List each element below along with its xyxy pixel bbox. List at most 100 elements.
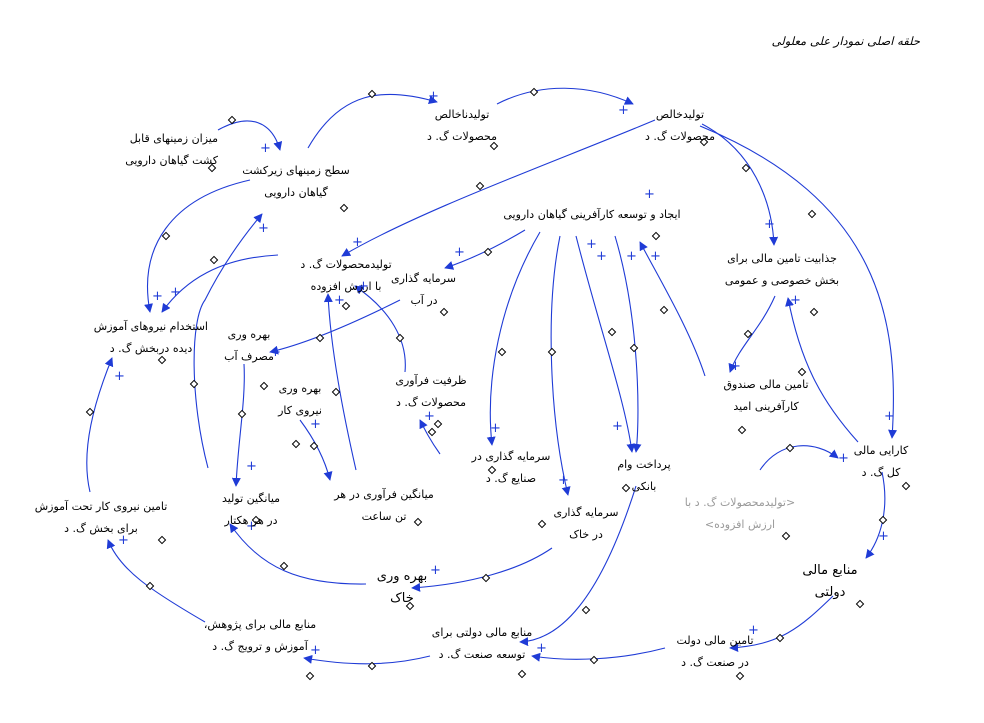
- variable-marker-diamond: [517, 669, 527, 679]
- polarity-sign-plus: +: [618, 103, 629, 118]
- variable-label-line: آموزش و ترویج گ. د: [212, 640, 308, 653]
- variable-marker-diamond: [413, 517, 423, 527]
- variable-label-line: دیده دربخش گ. د: [109, 342, 193, 355]
- polarity-sign-plus: +: [258, 221, 269, 236]
- polarity-sign-plus: +: [358, 279, 369, 294]
- causal-link-arrow: [496, 87, 634, 105]
- causal-links: [86, 87, 898, 665]
- variable-marker-diamond: [737, 425, 747, 435]
- variable-marker-diamond: [781, 531, 791, 541]
- variable-label-line: در صنعت گ. د: [681, 656, 749, 669]
- variable-label-line: ظرفیت فرآوری: [395, 374, 467, 387]
- variable-entrepreneurship-development: ایجاد و توسعه کارآفرینی گیاهان دارویی: [500, 204, 684, 226]
- causal-link-arrow: [486, 231, 541, 446]
- variable-marker-diamond: [489, 141, 499, 151]
- variable-label-line: تامین مالی صندوق: [723, 378, 809, 391]
- variable-net-production: تولیدخالص محصولات گ. د: [640, 104, 720, 148]
- variable-label-line: در هر هکتار: [224, 514, 278, 527]
- variable-marker-diamond: [809, 307, 819, 317]
- causal-link-arrow: [519, 485, 637, 647]
- polarity-sign-plus: +: [454, 245, 465, 260]
- polarity-sign-plus: +: [246, 459, 257, 474]
- causal-link-arrow: [699, 125, 898, 439]
- variable-label-line: تولیدخالص: [655, 108, 705, 121]
- variable-label-line: بهره وری: [376, 569, 428, 584]
- variable-label-line: گیاهان دارویی: [264, 186, 328, 199]
- link-marker-diamond: [395, 333, 405, 343]
- causal-link-arrow: [341, 119, 656, 257]
- link-marker-diamond: [775, 633, 785, 643]
- variable-label-line: بهره وری: [278, 382, 322, 395]
- polarity-sign-plus: +: [790, 293, 801, 308]
- causal-link-arrow: [144, 179, 251, 313]
- link-marker-diamond: [607, 327, 617, 337]
- variable-marker-diamond: [339, 203, 349, 213]
- variable-bank-loan: پرداخت وام بانکی: [614, 454, 674, 498]
- link-marker-diamond: [161, 231, 171, 241]
- variable-label-line: تامین مالی دولت: [676, 634, 754, 647]
- polarity-sign-plus: +: [650, 249, 661, 264]
- variable-marker-diamond: [405, 601, 415, 611]
- variable-marker-diamond: [621, 483, 631, 493]
- variable-label-line: منابع مالی دولتی برای: [431, 626, 533, 639]
- variable-government-industry-funds: منابع مالی دولتی برای توسعه صنعت گ. د: [424, 622, 540, 666]
- causal-link-arrow: [269, 299, 401, 355]
- causal-link-arrow: [193, 213, 263, 469]
- variable-marker-diamond: [487, 465, 497, 475]
- link-marker-diamond: [237, 409, 247, 419]
- variable-marker-diamond: [157, 535, 167, 545]
- variable-marker-diamond: [433, 419, 443, 429]
- variable-label-line: ایجاد و توسعه کارآفرینی گیاهان دارویی: [503, 208, 681, 221]
- variable-label-line: تامین نیروی کار تحت آموزش: [34, 500, 168, 513]
- variable-marker-diamond: [901, 481, 911, 491]
- variable-marker-diamond: [291, 439, 301, 449]
- link-marker-diamond: [878, 515, 888, 525]
- polarity-sign-plus: +: [424, 409, 435, 424]
- variable-marker-diamond: [259, 381, 269, 391]
- variable-label-line: صنایع گ. د: [485, 472, 537, 485]
- variable-label-line: دولتی: [814, 585, 846, 600]
- variable-label-line: بانکی: [631, 480, 657, 493]
- link-marker-diamond: [481, 573, 491, 583]
- variable-label-line: سطح زمینهای زیرکشت: [242, 164, 350, 177]
- link-marker-diamond: [741, 163, 751, 173]
- causal-link-arrow: [411, 547, 553, 592]
- variable-label-line: توسعه صنعت گ. د: [438, 648, 526, 661]
- variable-avg-processing-per-ton: میانگین فرآوری در هر تن ساعت: [328, 484, 440, 528]
- link-marker-diamond: [209, 255, 219, 265]
- variable-marker-diamond: [699, 137, 709, 147]
- polarity-sign-plus: +: [748, 623, 759, 638]
- polarity-sign-plus: +: [246, 519, 257, 534]
- link-marker-diamond: [367, 661, 377, 671]
- polarity-sign-plus: +: [764, 217, 775, 232]
- variable-label-line: سرمایه گذاری: [391, 272, 456, 285]
- link-marker-diamond: [475, 181, 485, 191]
- causal-link-arrow: [550, 235, 571, 496]
- variable-label-line: مصرف آب: [224, 350, 274, 363]
- causal-link-arrow: [729, 595, 834, 653]
- polarity-sign-plus: +: [260, 141, 271, 156]
- variable-label-line: کارایی مالی: [853, 444, 909, 457]
- link-marker-diamond: [743, 329, 753, 339]
- variable-label-line: میانگین تولید: [221, 492, 281, 505]
- polarity-sign-plus: +: [490, 421, 501, 436]
- causal-link-arrow: [614, 235, 642, 453]
- variable-label-line: پرداخت وام: [617, 458, 671, 471]
- polarity-sign-plus: +: [536, 641, 547, 656]
- polarity-sign-plus: +: [118, 533, 129, 548]
- causal-link-arrow: [307, 93, 438, 149]
- variable-soil-productivity: بهره وری خاک: [362, 566, 442, 610]
- causal-link-arrow: [639, 241, 706, 377]
- causal-link-arrow: [323, 293, 357, 471]
- variable-industry-investment: سرمایه گذاری در صنایع گ. د: [470, 446, 552, 490]
- polarity-sign-plus: +: [612, 419, 623, 434]
- variable-label-line: سرمایه گذاری: [553, 506, 619, 519]
- polarity-sign-plus: +: [114, 369, 125, 384]
- variable-government-financing: تامین مالی دولت در صنعت گ. د: [662, 630, 768, 674]
- variable-government-funds: منابع مالی دولتی: [790, 560, 870, 604]
- variable-label-line: نیروی کار: [278, 404, 322, 417]
- variable-label-line: محصولات گ. د: [644, 130, 716, 143]
- causal-link-arrow: [865, 471, 886, 559]
- delay-markers: [85, 87, 911, 681]
- variable-label-line: بهره وری: [227, 328, 271, 341]
